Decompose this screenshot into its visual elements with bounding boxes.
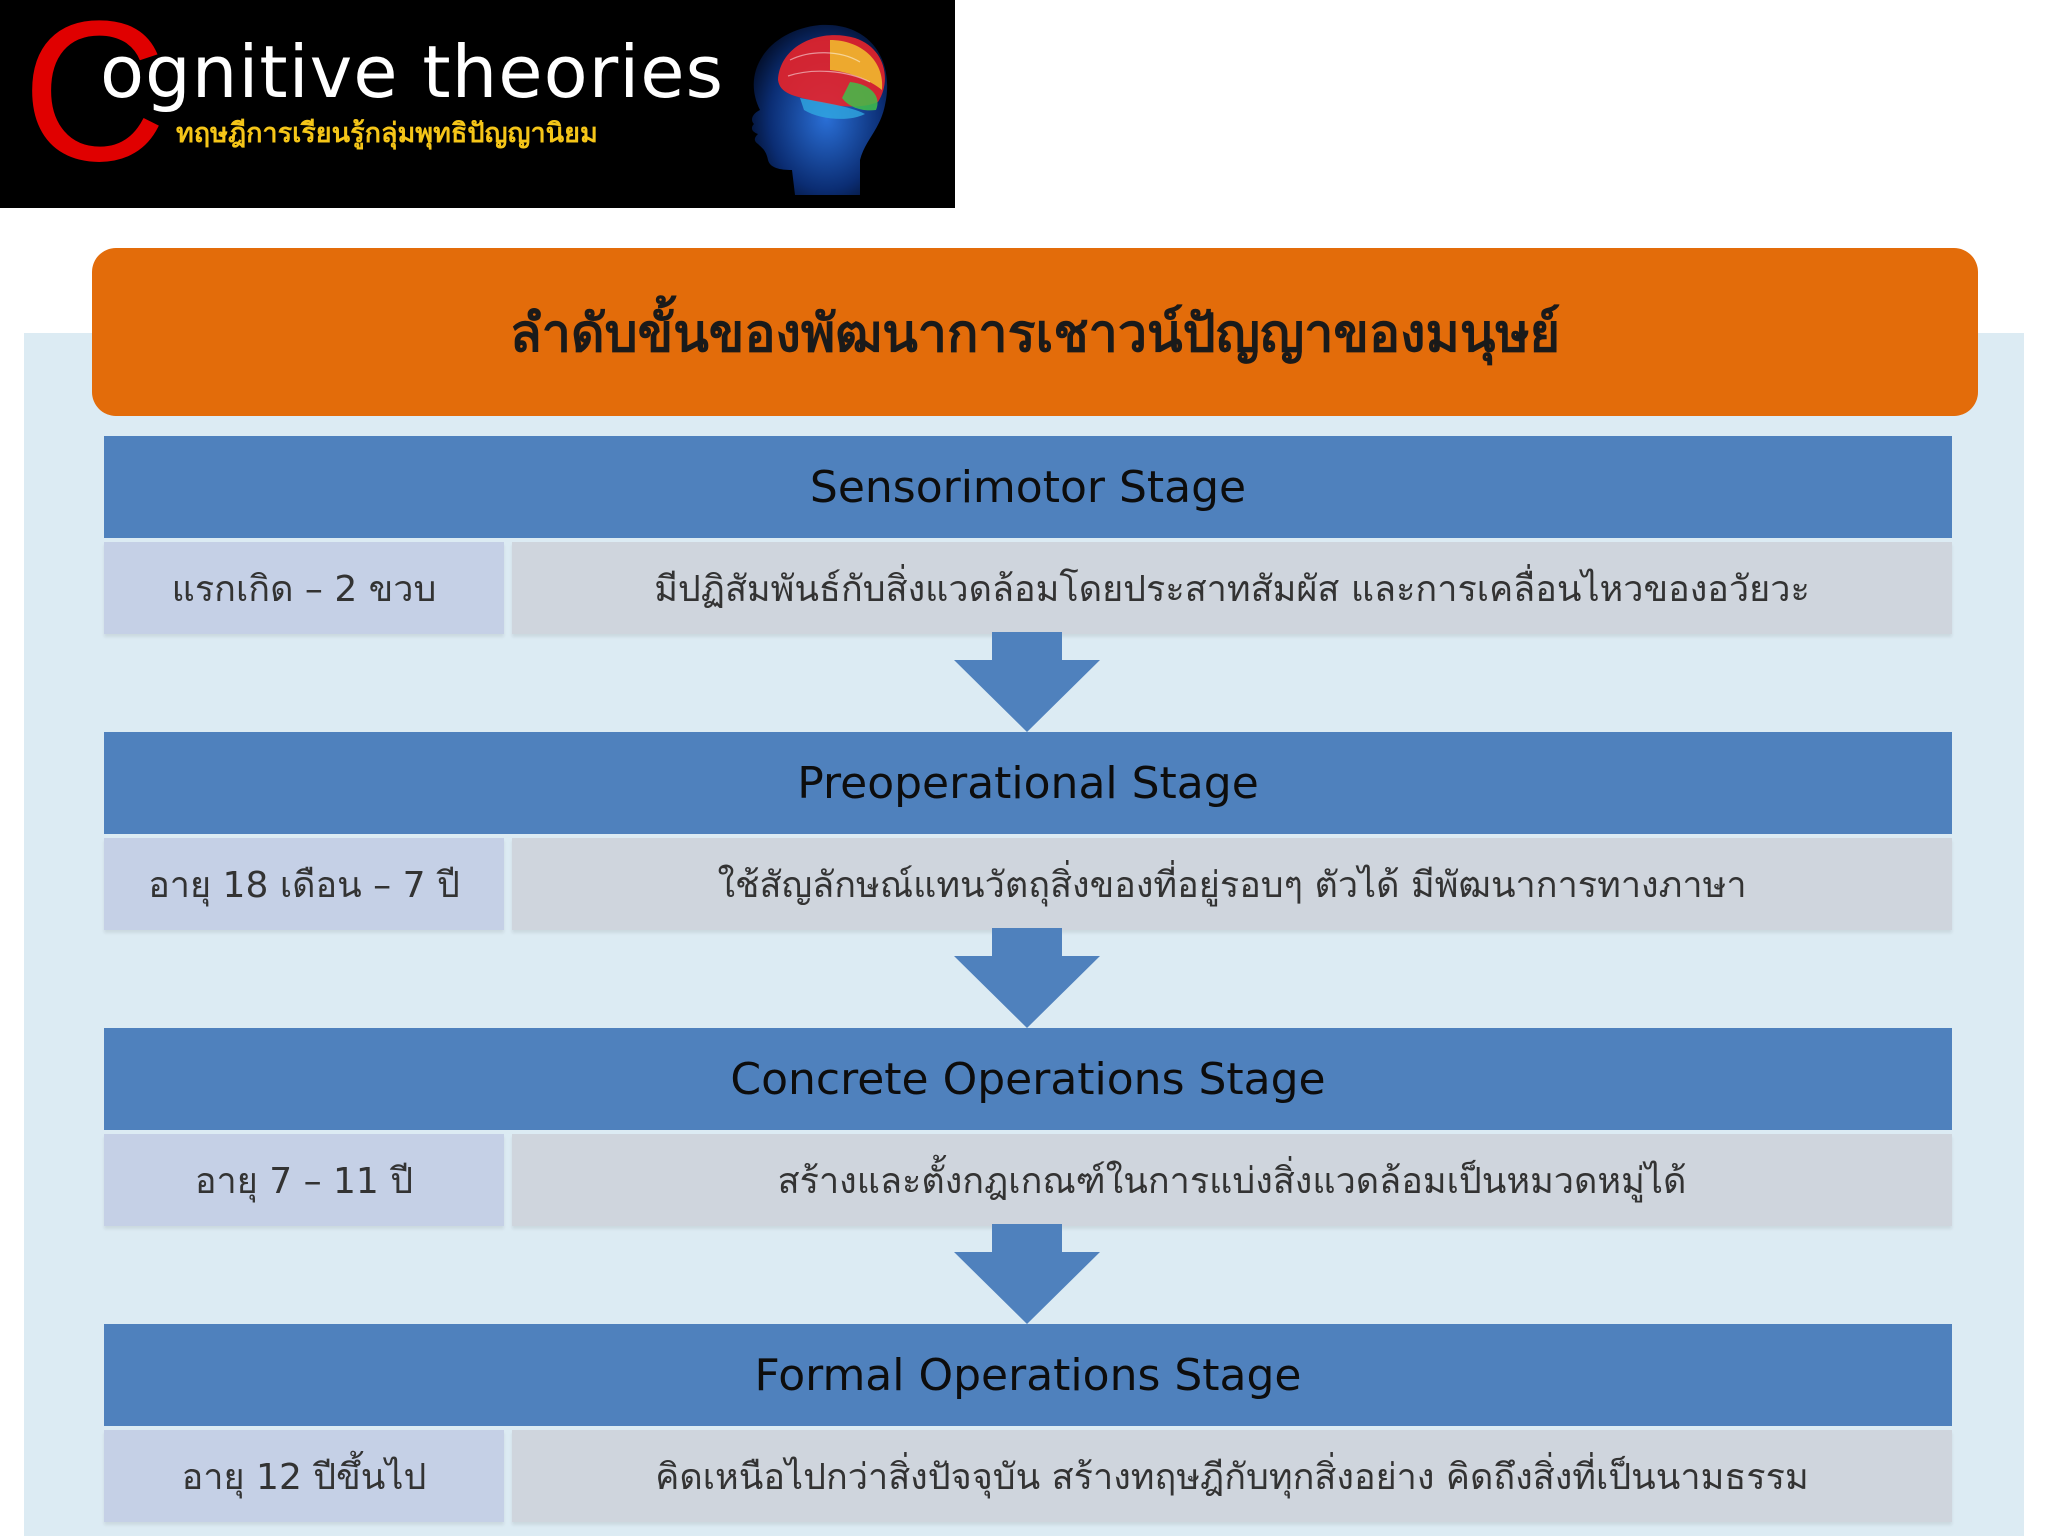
stage-block: Sensorimotor Stage แรกเกิด – 2 ขวบ มีปฏิ… [104,436,1952,634]
subtitle-text: ทฤษฎีการเรียนรู้กลุ่มพุทธิปัญญานิยม [176,118,598,149]
main-heading-text: ลำดับขั้นของพัฒนาการเชาวน์ปัญญาของมนุษย์ [509,303,1561,364]
stage-header: Formal Operations Stage [104,1324,1952,1426]
stage-row: อายุ 12 ปีขึ้นไป คิดเหนือไปกว่าสิ่งปัจจุ… [104,1430,1952,1522]
age-text: อายุ 12 ปีขึ้นไป [181,1456,427,1498]
stage-name: Concrete Operations Stage [730,1053,1326,1105]
stage-name: Preoperational Stage [797,757,1259,809]
stage-name: Sensorimotor Stage [809,461,1247,513]
down-arrow-icon [954,1224,1100,1324]
description-text: มีปฏิสัมพันธ์กับสิ่งแวดล้อมโดยประสาทสัมผ… [654,568,1810,610]
age-cell: อายุ 12 ปีขึ้นไป [104,1430,504,1522]
stage-block: Preoperational Stage อายุ 18 เดือน – 7 ป… [104,732,1952,930]
title-text: ognitive theories [100,30,725,114]
stage-header: Sensorimotor Stage [104,436,1952,538]
description-cell: คิดเหนือไปกว่าสิ่งปัจจุบัน สร้างทฤษฎีกับ… [512,1430,1952,1522]
description-text: สร้างและตั้งกฎเกณฑ์ในการแบ่งสิ่งแวดล้อมเ… [777,1160,1687,1202]
stage-row: อายุ 18 เดือน – 7 ปี ใช้สัญลักษณ์แทนวัตถ… [104,838,1952,930]
stage-header: Concrete Operations Stage [104,1028,1952,1130]
main-heading: ลำดับขั้นของพัฒนาการเชาวน์ปัญญาของมนุษย์ [92,248,1978,416]
age-cell: อายุ 7 – 11 ปี [104,1134,504,1226]
age-text: อายุ 18 เดือน – 7 ปี [148,864,460,906]
down-arrow-icon [954,928,1100,1028]
title-initial: C [22,0,167,203]
title-banner: C ognitive theories ทฤษฎีการเรียนรู้กลุ่… [0,0,955,208]
description-cell: มีปฏิสัมพันธ์กับสิ่งแวดล้อมโดยประสาทสัมผ… [512,542,1952,634]
age-cell: แรกเกิด – 2 ขวบ [104,542,504,634]
stage-header: Preoperational Stage [104,732,1952,834]
brain-head-icon [751,24,888,195]
description-text: ใช้สัญลักษณ์แทนวัตถุสิ่งของที่อยู่รอบๆ ต… [717,864,1747,906]
stage-block: Formal Operations Stage อายุ 12 ปีขึ้นไป… [104,1324,1952,1522]
age-text: แรกเกิด – 2 ขวบ [171,568,437,610]
description-text: คิดเหนือไปกว่าสิ่งปัจจุบัน สร้างทฤษฎีกับ… [655,1456,1809,1498]
down-arrow-icon [954,632,1100,732]
description-cell: ใช้สัญลักษณ์แทนวัตถุสิ่งของที่อยู่รอบๆ ต… [512,838,1952,930]
description-cell: สร้างและตั้งกฎเกณฑ์ในการแบ่งสิ่งแวดล้อมเ… [512,1134,1952,1226]
stage-name: Formal Operations Stage [754,1349,1302,1401]
age-text: อายุ 7 – 11 ปี [194,1160,414,1202]
stage-row: แรกเกิด – 2 ขวบ มีปฏิสัมพันธ์กับสิ่งแวดล… [104,542,1952,634]
age-cell: อายุ 18 เดือน – 7 ปี [104,838,504,930]
stage-row: อายุ 7 – 11 ปี สร้างและตั้งกฎเกณฑ์ในการแ… [104,1134,1952,1226]
stage-block: Concrete Operations Stage อายุ 7 – 11 ปี… [104,1028,1952,1226]
